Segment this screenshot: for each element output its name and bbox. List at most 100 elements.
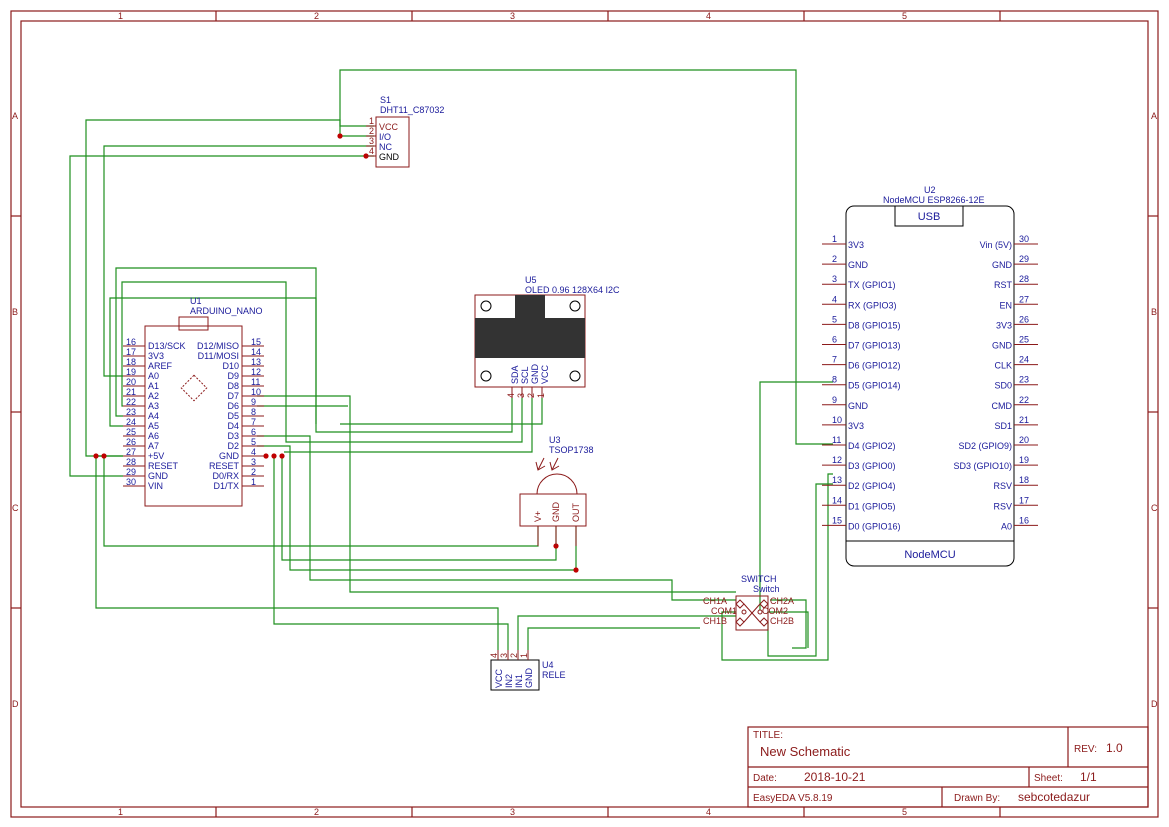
u1-pin-name: D13/SCK [148, 341, 186, 351]
u2-pin-num: 9 [832, 395, 837, 405]
u2-pin-num: 10 [832, 415, 842, 425]
s1-pin-num: 2 [369, 126, 374, 136]
u1-pin-name: GND [219, 451, 240, 461]
date-value: 2018-10-21 [804, 770, 866, 784]
u2-pin-num: 11 [832, 435, 841, 445]
junctions [93, 133, 579, 573]
u1-pin-num: 6 [251, 427, 256, 437]
drawn-by-label: Drawn By: [954, 793, 1000, 804]
u2-pin-num: 3 [832, 274, 837, 284]
u2-pin-num: 28 [1019, 274, 1029, 284]
u2-pin-name: SD2 (GPIO9) [958, 441, 1012, 451]
u5-pin-name: SDA [510, 365, 520, 384]
u4-pin-num: 4 [489, 653, 499, 658]
u1-pin-name: GND [148, 471, 169, 481]
u1-pin-num: 19 [126, 367, 136, 377]
s1-pin-name: NC [379, 142, 392, 152]
u5-pin-num: 3 [516, 393, 526, 398]
u1-pin-name: A1 [148, 381, 159, 391]
u1-pin-num: 14 [251, 347, 261, 357]
u2-pin-num: 20 [1019, 435, 1029, 445]
mount-hole-icon [569, 300, 581, 312]
u1-pin-name: D5 [227, 411, 239, 421]
s1-pin-num: 3 [369, 136, 374, 146]
u2-pin-name: 3V3 [848, 421, 864, 431]
u5-pin-name: GND [530, 364, 540, 385]
u5-pin-num: 2 [526, 393, 536, 398]
u2-pin-name: D2 (GPIO4) [848, 481, 896, 491]
oled-screen [475, 318, 585, 358]
u2-pin-num: 24 [1019, 355, 1029, 365]
component-switch[interactable]: SWITCH Switch CH1A COM1 CH1B CH2A COM2 C… [703, 574, 794, 631]
u2-pin-num: 21 [1019, 415, 1029, 425]
col-label: 4 [706, 11, 711, 21]
u1-pin-name: A4 [148, 411, 159, 421]
col-label: 2 [314, 11, 319, 21]
u4-pin-num: 1 [519, 653, 529, 658]
u2-pin-name: RST [994, 280, 1013, 290]
switch-label-left: COM1 [711, 606, 737, 616]
u2-pin-num: 8 [832, 375, 837, 385]
component-u4-relay[interactable]: 4 3 2 1 VCC IN2 IN1 GND U4 RELE [489, 650, 566, 691]
u1-pin-num: 2 [251, 467, 256, 477]
row-label: D [1151, 699, 1158, 709]
u2-pin-name: SD0 [994, 381, 1012, 391]
row-label: A [1151, 111, 1157, 121]
u2-pin-num: 23 [1019, 375, 1029, 385]
junction-dot [279, 453, 285, 459]
u1-pin-name: A6 [148, 431, 159, 441]
u1-pin-name: D6 [227, 401, 239, 411]
mount-hole-icon [569, 370, 581, 382]
junction-dot [271, 453, 277, 459]
u2-pin-num: 22 [1019, 395, 1029, 405]
junction-dot [101, 453, 107, 459]
u1-pin-num: 5 [251, 437, 256, 447]
title-block: TITLE: New Schematic REV: 1.0 Date: 2018… [747, 726, 1149, 808]
u2-pin-num: 4 [832, 294, 837, 304]
u1-pin-num: 12 [251, 367, 261, 377]
u2-pin-name: GND [848, 401, 869, 411]
date-label: Date: [753, 773, 777, 784]
u3-pin-name: GND [551, 502, 561, 523]
component-u2-nodemcu[interactable]: U2 NodeMCU ESP8266-12E USB NodeMCU 13V32… [822, 185, 1038, 567]
u1-pin-num: 17 [126, 347, 136, 357]
component-u3-tsop1738[interactable]: U3 TSOP1738 V+ GND OUT [519, 435, 594, 546]
switch-contact-icon [735, 599, 769, 627]
u1-pin-name: A3 [148, 401, 159, 411]
component-u5-oled[interactable]: U5 OLED 0.96 128X64 I2C SDA SCL GND VCC … [474, 275, 620, 398]
rev-label: REV: [1074, 744, 1097, 755]
u1-pin-num: 15 [251, 337, 261, 347]
u2-pin-name: 3V3 [848, 240, 864, 250]
u1-pin-name: D7 [227, 391, 239, 401]
usb-port-icon [894, 205, 964, 227]
u1-pin-num: 28 [126, 457, 136, 467]
u2-pin-name: D1 (GPIO5) [848, 501, 896, 511]
mount-hole-icon [480, 300, 492, 312]
u1-pin-num: 23 [126, 407, 136, 417]
u4-pin-name: IN2 [504, 674, 514, 688]
component-s1-dht11[interactable]: S1 DHT11_C87032 1 2 3 4 VCC I/O NC GND [366, 95, 444, 168]
col-label: 2 [314, 807, 319, 817]
u3-body [519, 493, 587, 527]
u1-pin-num: 7 [251, 417, 256, 427]
u5-pin-name: SCL [520, 366, 530, 384]
u2-pin-name: 3V3 [996, 320, 1012, 330]
row-label: B [12, 307, 18, 317]
u4-pin-name: IN1 [514, 674, 524, 688]
col-label: 1 [118, 11, 123, 21]
title-value: New Schematic [760, 744, 851, 759]
u1-pin-num: 24 [126, 417, 136, 427]
u5-pin-num: 1 [536, 393, 546, 398]
s1-pin-num: 4 [369, 146, 374, 156]
u1-pin-name: A5 [148, 421, 159, 431]
u2-pin-name: GND [848, 260, 869, 270]
u1-pin-num: 25 [126, 427, 136, 437]
u2-pin-name: SD3 (GPIO10) [953, 461, 1012, 471]
u3-value: TSOP1738 [549, 445, 594, 455]
u2-pin-name: D7 (GPIO13) [848, 341, 901, 351]
switch-label-right: CH2B [770, 616, 794, 626]
u1-pin-num: 16 [126, 337, 136, 347]
u1-pin-num: 10 [251, 387, 261, 397]
u5-value: OLED 0.96 128X64 I2C [525, 285, 620, 295]
